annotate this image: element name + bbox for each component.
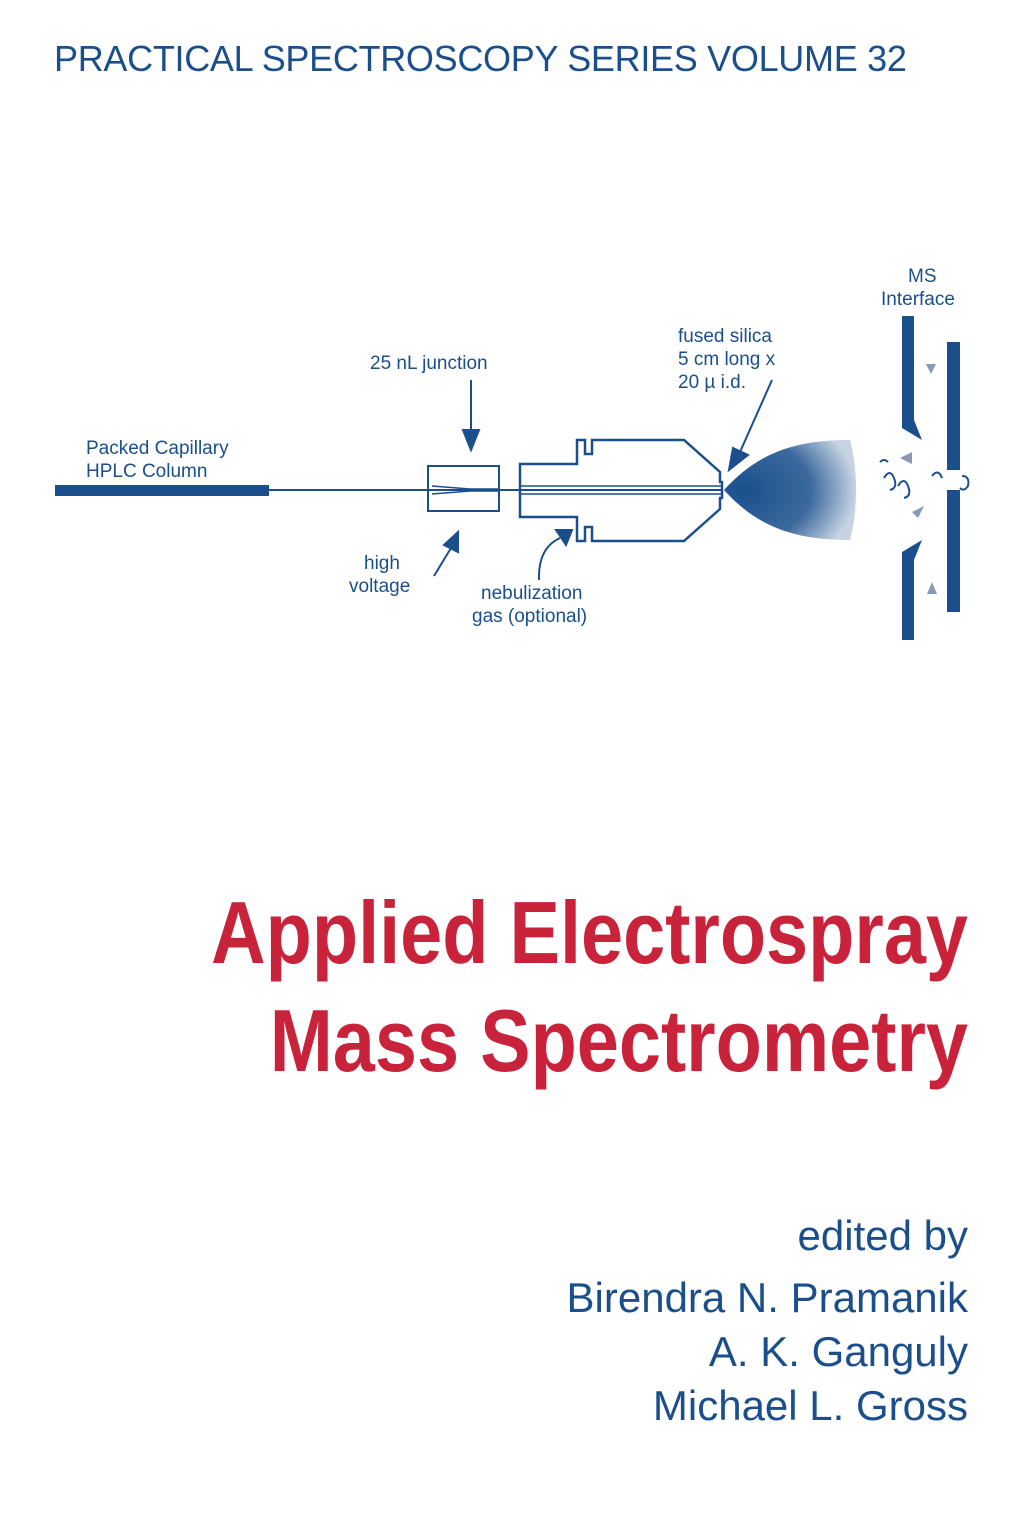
label-column-2: HPLC Column	[86, 461, 207, 482]
ion-markers	[900, 364, 937, 594]
label-silica-3: 20 µ i.d.	[678, 372, 746, 393]
spray-plume	[724, 440, 856, 540]
label-ms-2: Interface	[881, 289, 955, 310]
book-title-line-1: Applied Electrospray	[210, 883, 968, 982]
book-title-line-2: Mass Spectrometry	[269, 991, 968, 1090]
editor-name: Birendra N. Pramanik	[566, 1274, 968, 1321]
label-ms-1: MS	[908, 266, 937, 287]
editor-name: Michael L. Gross	[652, 1382, 968, 1429]
edited-by-label: edited by	[797, 1212, 968, 1259]
label-voltage-2: voltage	[349, 576, 410, 597]
arrows	[433, 379, 773, 581]
label-silica-1: fused silica	[678, 326, 772, 347]
label-silica-2: 5 cm long x	[678, 349, 776, 370]
junction-taper	[431, 485, 499, 495]
label-gas-2: gas (optional)	[472, 606, 587, 627]
electrospray-diagram: Packed Capillary HPLC Column 25 nL junct…	[55, 266, 970, 640]
ms-interface	[902, 316, 960, 640]
label-junction: 25 nL junction	[370, 353, 488, 374]
hplc-column	[55, 485, 269, 496]
label-column-1: Packed Capillary	[86, 438, 229, 459]
label-gas-1: nebulization	[481, 583, 582, 604]
ion-curls	[879, 459, 970, 499]
label-voltage-1: high	[364, 553, 400, 574]
sprayer-body	[518, 438, 724, 543]
series-title: PRACTICAL SPECTROSCOPY SERIES VOLUME 32	[54, 38, 907, 79]
editor-name: A. K. Ganguly	[708, 1328, 968, 1375]
